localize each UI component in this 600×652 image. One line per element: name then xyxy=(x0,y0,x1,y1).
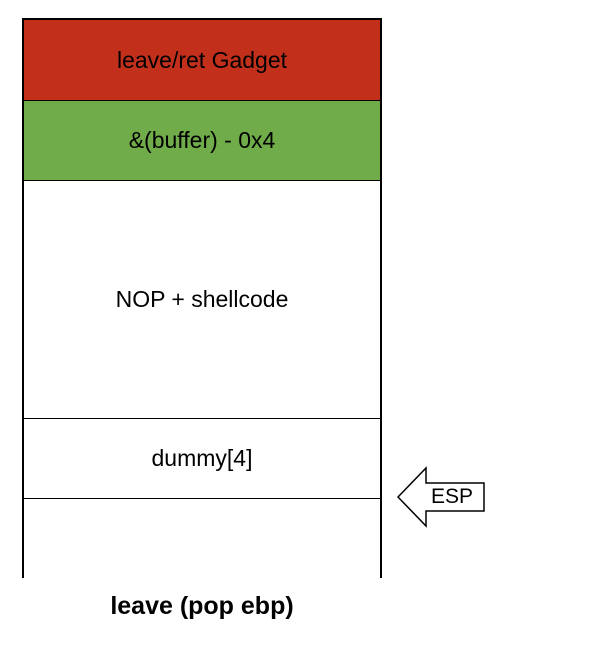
stack-slot-label: NOP + shellcode xyxy=(115,286,289,312)
stack-slot-shellcode: NOP + shellcode xyxy=(24,181,380,419)
esp-pointer: ESP xyxy=(396,466,488,528)
stack-slot-label: leave/ret Gadget xyxy=(116,46,288,73)
stack-slot-empty xyxy=(24,499,380,578)
stack-slot-dummy: dummy[4] xyxy=(24,419,380,499)
esp-label: ESP xyxy=(430,485,474,508)
stack-slot-buffer-address: &(buffer) - 0x4 xyxy=(24,101,380,181)
stack-slot-label: dummy[4] xyxy=(151,445,253,471)
stack-slot-gadget: leave/ret Gadget xyxy=(24,20,380,101)
left-arrow-icon xyxy=(396,466,485,528)
diagram-caption: leave (pop ebp) xyxy=(110,592,294,620)
stack-slot-label: &(buffer) - 0x4 xyxy=(128,127,276,153)
stack-diagram: leave/ret Gadget &(buffer) - 0x4 NOP + s… xyxy=(22,18,382,578)
